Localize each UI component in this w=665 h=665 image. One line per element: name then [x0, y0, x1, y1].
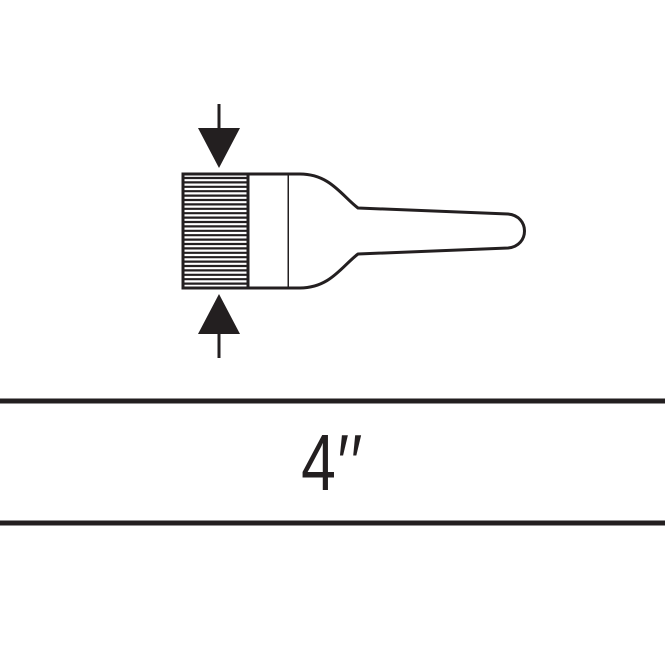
- arrow-down-icon: [198, 104, 240, 168]
- brush-handle: [289, 172, 526, 290]
- brush-ferrule: [246, 172, 291, 290]
- arrow-up-icon: [198, 294, 240, 358]
- brush-size-label: 4′′: [301, 418, 364, 507]
- brush-bristles: [181, 172, 250, 290]
- paint-brush-icon: [181, 172, 526, 290]
